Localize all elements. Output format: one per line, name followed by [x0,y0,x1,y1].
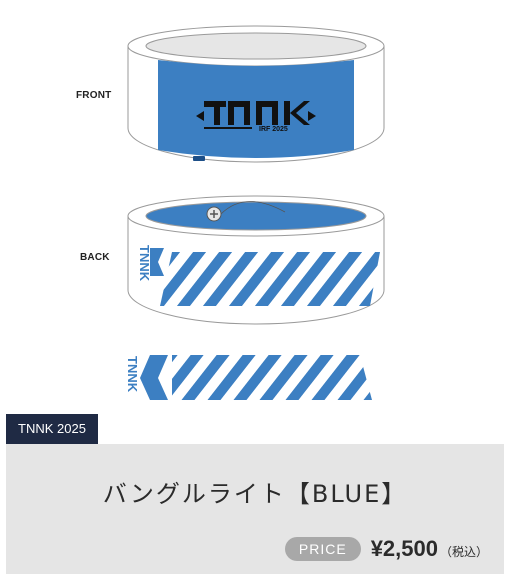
front-bangle: IRF 2025 [127,25,385,163]
price-row: PRICE ¥2,500 （税込） [284,536,488,562]
price-value: ¥2,500 [370,536,438,561]
price-tax: （税込） [439,544,488,559]
tnnk-logo [196,101,316,129]
product-name: バングルライト【BLUE】 [102,480,408,508]
product-image: IRF 2025 TNNK TNNK FRONT BACK [76,25,385,400]
product-panel: バングルライト【BLUE】 PRICE ¥2,500 （税込） [6,444,504,574]
strip-side-text: TNNK [125,356,140,393]
back-bangle: TNNK [127,195,385,325]
product-tag: TNNK 2025 [6,414,98,444]
logo-sub: IRF 2025 [259,126,288,133]
price-label: PRICE [284,537,361,561]
front-label: FRONT [76,90,112,101]
back-side-text: TNNK [137,245,152,282]
flat-design-strip: TNNK [125,355,372,400]
bangle-illustration: IRF 2025 TNNK TNNK [125,25,385,400]
back-label: BACK [80,252,110,263]
